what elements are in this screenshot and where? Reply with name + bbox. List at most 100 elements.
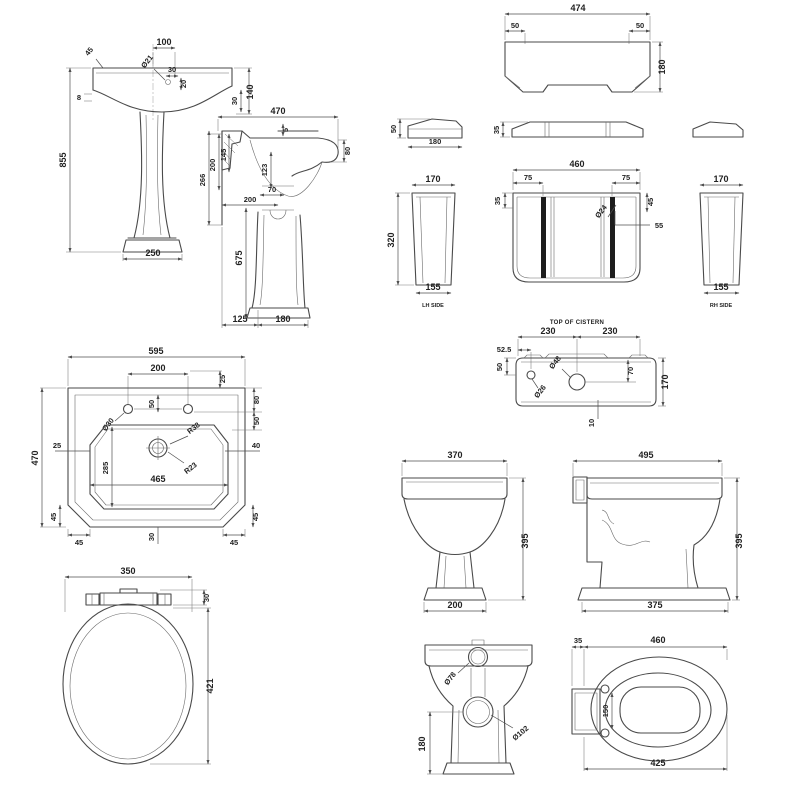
dim-label: 30 <box>168 65 176 74</box>
seat-plan-outline <box>590 656 728 762</box>
dim-label: 465 <box>150 474 165 484</box>
dim-label: 180 <box>657 59 667 74</box>
toilet-back-rim <box>424 644 533 667</box>
fixing-bolt-right <box>610 197 615 278</box>
seat-ring <box>604 672 712 748</box>
dim-label: 266 <box>198 174 207 187</box>
dim-label: 150 <box>601 705 610 718</box>
dim-label: Ø48 <box>547 354 563 371</box>
dim-label: R23 <box>182 460 198 476</box>
dim-label: 395 <box>734 533 744 548</box>
dim-label: 55 <box>655 221 663 230</box>
dim-label: 50 <box>511 21 519 30</box>
dim-label: 80 <box>252 396 261 404</box>
dim-label: 470 <box>30 450 40 465</box>
view-title: TOP OF CISTERN <box>550 320 604 326</box>
dim-label: 470 <box>270 106 285 116</box>
lever-hole <box>526 370 536 380</box>
dim-label: 50 <box>252 417 261 425</box>
toilet-back-base <box>442 762 515 775</box>
dim-label: 180 <box>417 736 427 751</box>
cistern-rh-outline <box>699 192 744 286</box>
dim-label: 70 <box>626 367 635 375</box>
cistern-lid-plan-view: 474 50 50 180 <box>504 3 667 93</box>
basin-profile <box>241 130 339 177</box>
dim-label: 75 <box>524 173 532 182</box>
dim-label: 495 <box>638 450 653 460</box>
basin-side-view: 470 5 145 200 266 123 80 70 200 675 125 … <box>198 106 352 328</box>
seat-plan-view: 35 460 150 425 <box>571 635 728 771</box>
dim-label: 50 <box>147 400 156 408</box>
cistern-rh-side-view: 170 155 RH SIDE <box>699 174 744 309</box>
hinge-post-right <box>157 593 172 606</box>
dim-label: 200 <box>208 159 217 172</box>
dim-label: 30 <box>147 533 156 541</box>
lid-plan-outline <box>504 41 651 93</box>
dim-label: 460 <box>569 159 584 169</box>
cistern-lid-side-view: 50 180 <box>389 118 463 149</box>
dim-label: 25 <box>53 441 61 450</box>
toilet-back-body <box>428 665 529 764</box>
dim-label: 100 <box>156 37 171 47</box>
dim-label: 75 <box>622 173 630 182</box>
dim-label: 50 <box>389 125 398 133</box>
dim-label: 675 <box>234 250 244 265</box>
dim-label: R38 <box>185 420 201 436</box>
dim-label: 170 <box>425 174 440 184</box>
dim-label: Ø21 <box>139 53 155 70</box>
dim-label: 20 <box>179 80 188 88</box>
dim-label: 395 <box>520 533 530 548</box>
hinge-block <box>571 688 601 735</box>
bowl-plan-outline <box>89 424 229 510</box>
basin-bowl-underside <box>92 85 233 113</box>
lid-end-outline <box>692 121 744 138</box>
dim-label: 5 <box>281 128 290 132</box>
dim-label: 155 <box>425 282 440 292</box>
toilet-side-body <box>586 498 721 589</box>
cistern-plan-view: TOP OF CISTERN 230 230 52.5 50 Ø48 Ø26 7… <box>495 320 670 427</box>
dim-label: 155 <box>713 282 728 292</box>
dim-label: 50 <box>636 21 644 30</box>
dim-label: 45 <box>83 45 95 57</box>
dim-label: 170 <box>660 374 670 389</box>
dim-label: 145 <box>219 149 228 162</box>
view-caption: LH SIDE <box>422 303 444 309</box>
cistern-front-outline <box>512 192 641 283</box>
dim-label: 180 <box>429 137 442 146</box>
basin-rim-outline <box>92 67 233 91</box>
seat-outline <box>62 603 194 765</box>
dim-label: 35 <box>574 636 582 645</box>
toilet-side-rim <box>586 477 723 500</box>
dim-label: 45 <box>49 513 58 521</box>
dim-label: 250 <box>145 248 160 258</box>
dim-label: 52.5 <box>497 345 512 354</box>
basin-plan-view: 595 200 25 50 80 50 Ø30 R38 R23 25 40 <box>30 346 262 547</box>
pedestal-side <box>251 211 306 309</box>
dim-label: 123 <box>260 164 269 177</box>
cistern-lh-outline <box>411 192 456 286</box>
dim-label: Ø102 <box>510 724 530 743</box>
dim-label: 230 <box>602 326 617 336</box>
dim-label: 230 <box>540 326 555 336</box>
dim-label: 421 <box>205 678 215 693</box>
dim-label: 474 <box>570 3 585 13</box>
cistern-lid-front-view: 35 <box>492 121 644 138</box>
dim-label: 35 <box>492 126 501 134</box>
pedestal-base <box>122 237 183 253</box>
dim-label: 70 <box>268 185 276 194</box>
hinge-hole-top <box>600 684 610 694</box>
toilet-front-rim <box>401 477 508 500</box>
lid-side-outline <box>407 118 463 139</box>
dim-label: Ø26 <box>532 383 548 400</box>
toilet-side-view: 495 395 375 <box>572 450 744 613</box>
tap-hole-right <box>182 403 194 415</box>
dim-label: 35 <box>493 197 502 205</box>
outlet-hole <box>462 696 494 728</box>
seat-front-view: 350 30 421 <box>62 566 215 765</box>
dim-label: Ø78 <box>442 670 458 687</box>
dim-label: 460 <box>650 635 665 645</box>
cistern-plan-outline <box>515 357 657 407</box>
dim-label: 180 <box>275 314 290 324</box>
dim-label: 320 <box>386 232 396 247</box>
dim-label: 350 <box>120 566 135 576</box>
